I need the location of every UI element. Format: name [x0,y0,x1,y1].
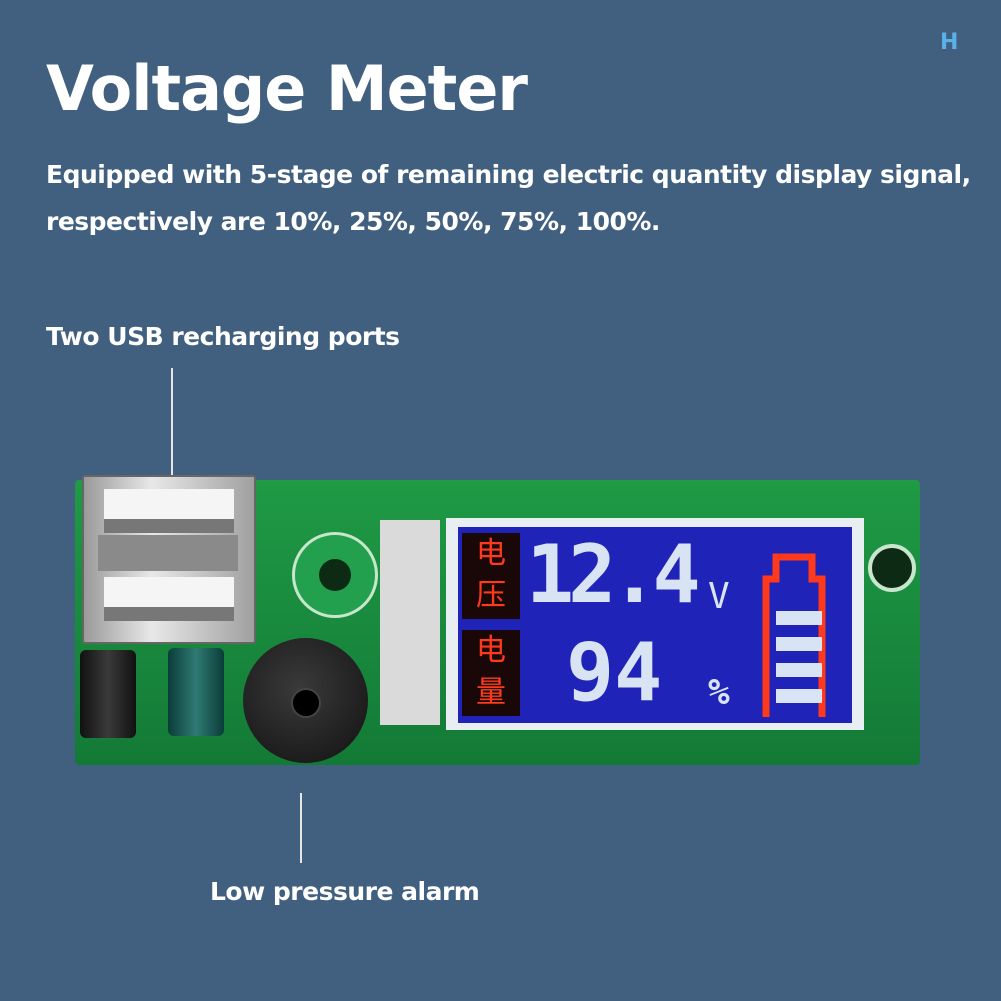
charge-value: 94 [566,626,663,719]
capacitor [168,648,224,736]
brand-logo: H [940,30,959,55]
page-title: Voltage Meter [46,52,528,125]
battery-bar [776,637,822,651]
voltage-unit: V [708,576,730,617]
lcd-display: 电压 电量 12.4 V 94 % [458,527,852,723]
description-line-1: Equipped with 5-stage of remaining elect… [46,160,971,189]
charge-label: 电量 [462,630,520,716]
voltage-label: 电压 [462,533,520,619]
battery-bar [776,689,822,703]
mounting-hole [868,544,916,592]
usb-callout-line [171,368,173,476]
usb-port [104,489,234,533]
charge-unit: % [708,672,730,713]
buzzer [243,638,368,763]
battery-icon [762,553,826,717]
usb-ports [82,475,256,644]
lcd-connector [380,520,440,725]
alarm-callout-line [300,793,302,863]
voltage-value: 12.4 [526,528,701,621]
battery-bar [776,663,822,677]
battery-bar [776,611,822,625]
usb-port [104,577,234,621]
usb-callout: Two USB recharging ports [46,322,400,351]
description-line-2: respectively are 10%, 25%, 50%, 75%, 100… [46,207,660,236]
alarm-callout: Low pressure alarm [210,877,480,906]
mounting-hole [292,532,378,618]
capacitor [80,650,136,738]
usb-divider [98,535,238,571]
